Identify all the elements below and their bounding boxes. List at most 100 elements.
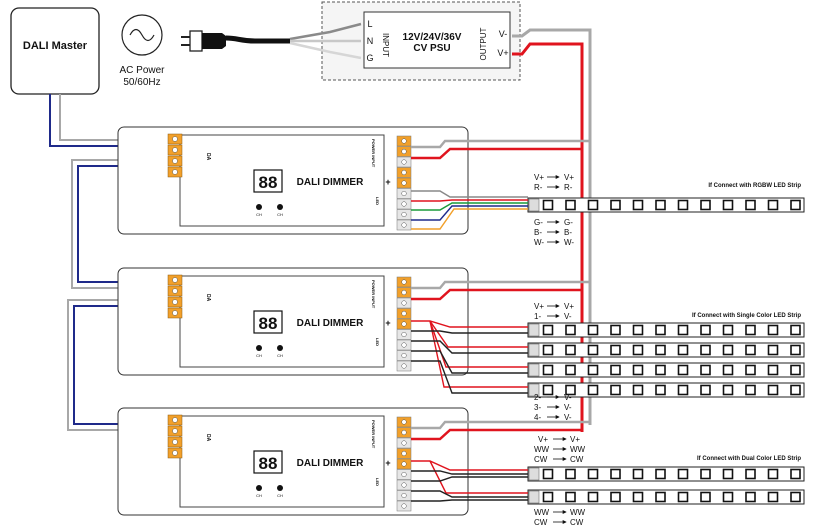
led-chip-icon: [767, 344, 779, 356]
mapping-arrows: [547, 175, 567, 524]
led-output-label: LED: [375, 338, 380, 346]
single-strip-1: [527, 322, 805, 338]
output-wire-1: [411, 190, 528, 198]
terminal-screw: [172, 417, 178, 423]
rgbw-b-src: B-: [534, 228, 542, 237]
dual-ww-dst: WW: [570, 445, 586, 454]
led-chip-icon: [767, 364, 779, 376]
rgbw-w-src: W-: [534, 238, 544, 247]
button-icon: [256, 345, 262, 351]
v-plus-tap: [411, 428, 582, 441]
led-chip-icon: [655, 199, 666, 211]
output-wire-3: [411, 202, 528, 211]
dual-title: If Connect with Dual Color LED Strip: [697, 456, 801, 462]
single-ch4-src: 4-: [534, 413, 541, 422]
led-chip-icon: [610, 384, 621, 396]
psu-terminal-vplus: V+: [497, 48, 508, 58]
rgbw-g-src: G-: [534, 218, 543, 227]
button-icon: [256, 204, 262, 210]
output-wire-12: [411, 350, 528, 374]
led-chip-icon: [542, 468, 554, 480]
led-chip-icon: [745, 384, 756, 396]
single-ch1-dst: V-: [564, 312, 572, 321]
seven-segment-display: [253, 169, 283, 193]
led-chip-icon: [790, 491, 801, 503]
led-chip-icon: [655, 491, 666, 503]
led-chip-icon: [655, 384, 666, 396]
psu-terminal-n: N: [367, 36, 374, 46]
rgbw-r-dst: R-: [564, 183, 573, 192]
terminal-screw: [401, 471, 407, 478]
led-chip-icon: [790, 344, 801, 356]
led-chip-icon: [565, 384, 576, 396]
led-chip-icon: [677, 491, 689, 503]
led-chip-icon: [790, 199, 801, 211]
terminal-screw: [401, 148, 407, 155]
single-legend: If Connect with Single Color LED Strip V…: [534, 302, 801, 422]
led-chip-icon: [745, 468, 756, 480]
dual-cw2-src: CW: [534, 518, 548, 527]
terminal-screw: [172, 310, 178, 316]
led-chip-icon: [745, 364, 756, 376]
led-chip-icon: [722, 199, 734, 211]
output-wire-9: [429, 320, 528, 388]
terminal-screw: [401, 159, 407, 165]
terminal-screw: [172, 450, 178, 456]
terminal-screw: [401, 331, 407, 338]
led-chip-icon: [745, 491, 756, 503]
output-wire-14: [411, 460, 528, 471]
dual-cw-src: CW: [534, 455, 548, 464]
led-chip-icon: [767, 199, 779, 211]
single-ch2-src: 2-: [534, 393, 541, 402]
led-chip-icon: [542, 364, 554, 376]
led-chip-icon: [542, 324, 554, 336]
seven-segment-display: [253, 310, 283, 334]
v-minus-tap: [411, 420, 590, 430]
led-chip-icon: [610, 364, 621, 376]
terminal-screw: [401, 289, 407, 296]
terminal-screw: [172, 428, 178, 434]
led-chip-icon: [610, 468, 621, 480]
ac-power-label: AC Power: [119, 65, 165, 76]
strip-pads: [528, 323, 540, 337]
plus-sign: +: [385, 177, 390, 187]
rgbw-strip: [527, 197, 805, 213]
power-input-label: POWER INPUT: [371, 420, 376, 449]
led-chip-icon: [767, 384, 779, 396]
single-strip-4: [527, 382, 805, 398]
strip-pads: [528, 198, 540, 212]
led-chip-icon: [565, 344, 576, 356]
led-chip-icon: [700, 491, 711, 503]
psu-output-bus: [512, 28, 592, 432]
rgbw-title: If Connect with RGBW LED Strip: [708, 183, 801, 189]
terminal-screw: [172, 136, 178, 142]
led-chip-icon: [587, 344, 599, 356]
terminal-screw: [401, 342, 407, 348]
led-chip-icon: [565, 324, 576, 336]
plus-sign: +: [385, 318, 390, 328]
led-chip-icon: [790, 324, 801, 336]
led-chip-icon: [587, 491, 599, 503]
led-chip-icon: [677, 468, 689, 480]
led-chip-icon: [542, 344, 554, 356]
led-chip-icon: [700, 468, 711, 480]
led-chip-icon: [587, 199, 599, 211]
led-chip-icon: [677, 384, 689, 396]
dual-vplus-dst: V+: [570, 435, 580, 444]
output-wire-5: [411, 208, 528, 230]
led-chip-icon: [542, 491, 554, 503]
led-chip-icon: [700, 344, 711, 356]
terminal-screw: [172, 439, 178, 445]
led-chip-icon: [610, 199, 621, 211]
dali-terminal-label: DA: [205, 294, 211, 302]
power-input-label: POWER INPUT: [371, 139, 376, 168]
led-chip-icon: [722, 344, 734, 356]
led-chip-icon: [655, 468, 666, 480]
led-chip-icon: [632, 344, 644, 356]
rgbw-w-dst: W-: [564, 238, 574, 247]
button-icon: [277, 485, 283, 491]
led-chip-icon: [745, 344, 756, 356]
led-chip-icon: [767, 468, 779, 480]
psu-subtitle: CV PSU: [413, 43, 450, 54]
